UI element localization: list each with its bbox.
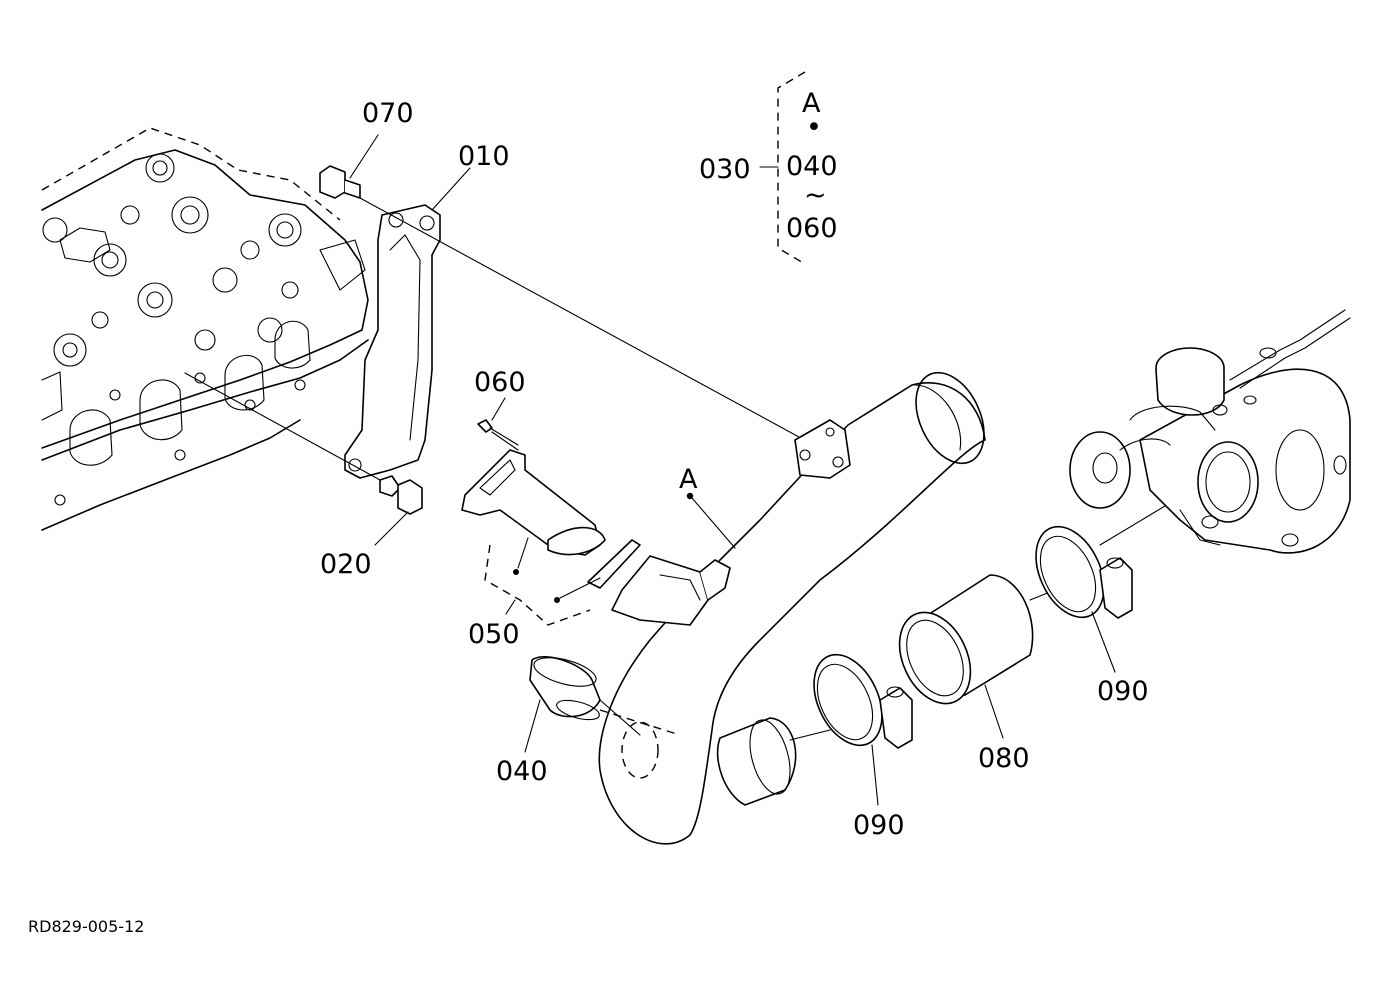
callout-010: 010	[458, 141, 510, 172]
turbocharger	[1069, 309, 1351, 554]
callout-070: 070	[362, 98, 414, 129]
callout-090-upper: 090	[1097, 676, 1149, 707]
kit-line-4: ~	[804, 180, 827, 211]
hose-clamp-090-upper	[1035, 525, 1133, 619]
screw-060	[477, 419, 519, 451]
kit-line-2: •	[806, 112, 822, 143]
leader-line	[599, 699, 641, 736]
callout-020: 020	[320, 549, 372, 580]
kit-line-1: A	[802, 88, 821, 119]
hose-clamp-090-lower	[813, 653, 913, 749]
callout-030: 030	[699, 154, 751, 185]
bolt-070	[319, 165, 361, 199]
callout-090-lower: 090	[853, 810, 905, 841]
callout-050: 050	[468, 619, 520, 650]
callout-060: 060	[474, 367, 526, 398]
gasket-050	[461, 449, 641, 626]
exhaust-pipe	[598, 371, 986, 845]
bolt-020	[379, 475, 423, 515]
callout-040: 040	[496, 756, 548, 787]
hose-080	[898, 574, 1034, 705]
cylinder-head	[41, 127, 369, 531]
marker-a-dot	[686, 492, 694, 500]
leader-line	[184, 372, 381, 481]
leader-line	[359, 197, 833, 456]
bracket-010	[344, 204, 441, 479]
callout-080: 080	[978, 743, 1030, 774]
kit-line-5: 060	[786, 213, 838, 244]
sleeve-040	[529, 655, 601, 721]
callout-marker-a: A	[679, 464, 698, 495]
kit-line-3: 040	[786, 151, 838, 182]
kit-030-bracket: 030 A • 040 ~ 060	[699, 71, 838, 265]
reference-code: RD829-005-12	[28, 917, 144, 936]
leader-line	[789, 729, 831, 741]
